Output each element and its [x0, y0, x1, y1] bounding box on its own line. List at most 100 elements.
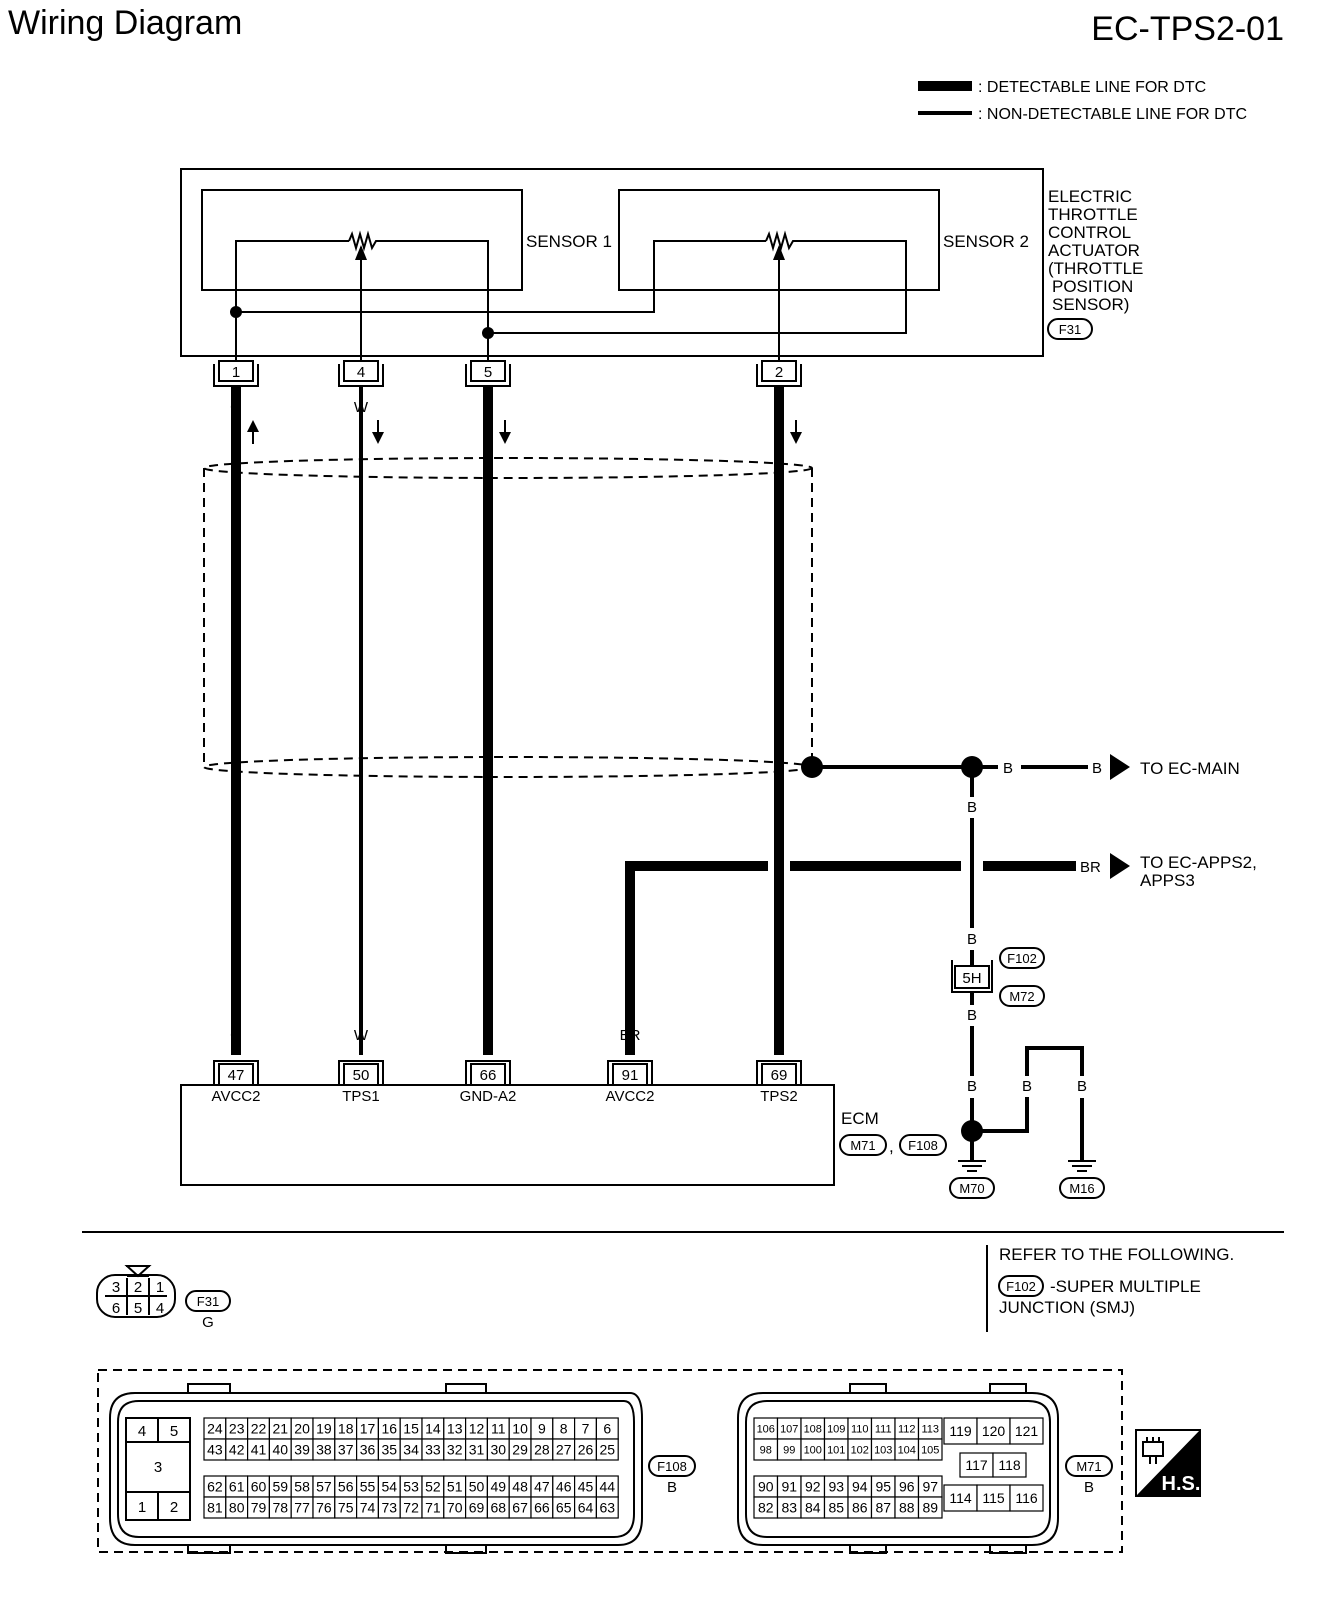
- connector-pin-number: 13: [447, 1421, 463, 1437]
- connector-pin-number: 22: [251, 1421, 267, 1437]
- connector-pin-number: 60: [251, 1479, 267, 1495]
- connector-pin-number: 99: [783, 1444, 795, 1456]
- actuator-label-line: CONTROL: [1048, 223, 1131, 242]
- connector-pin-number: 64: [578, 1500, 594, 1516]
- wire-color-label: B: [1003, 760, 1013, 777]
- ecm-outline: [180, 1084, 835, 1186]
- connector-pin-number: 17: [360, 1421, 376, 1437]
- connector-pin-number: 27: [556, 1442, 572, 1458]
- connector-pin-number: 21: [273, 1421, 289, 1437]
- svg-text:JUNCTION (SMJ): JUNCTION (SMJ): [999, 1298, 1135, 1317]
- arrow-down-icon: [499, 432, 511, 444]
- wire-color-label: G: [230, 1027, 242, 1044]
- connector-pin-number: 90: [758, 1479, 774, 1495]
- ecm-terminal-label: AVCC2: [606, 1088, 655, 1105]
- connector-face-frame: [97, 1369, 1123, 1553]
- connector-pin-number: 71: [425, 1500, 441, 1516]
- arrow-right-icon: [1110, 754, 1130, 780]
- ground-icon: [1068, 1160, 1096, 1172]
- connector-pin-number: 110: [851, 1423, 869, 1435]
- connector-pin-number: 116: [1015, 1490, 1038, 1506]
- f31-connector-face: 3 2 1 6 5 4 F31 G: [96, 1265, 231, 1331]
- actuator-label-line: POSITION: [1052, 277, 1133, 296]
- sensor1-resistor: [348, 230, 489, 333]
- m70-ground-badge: [949, 1177, 995, 1199]
- wire-color-label: B: [967, 1078, 977, 1095]
- sensor2-resistor: [488, 230, 907, 334]
- f108-connector-badge: [899, 1134, 947, 1156]
- sensor2-label: SENSOR 2: [943, 232, 1029, 251]
- connector-pin-number: 107: [780, 1423, 798, 1435]
- connector-pin-cell: [1009, 1417, 1044, 1445]
- hs-badge: H.S.: [1135, 1429, 1201, 1497]
- connector-pin-number: 115: [982, 1490, 1005, 1506]
- wire-color-label: B: [1092, 760, 1102, 777]
- connector-pin-cell: [943, 1417, 978, 1445]
- m72-connector-badge: [999, 985, 1045, 1007]
- svg-text:47: 47: [228, 1067, 245, 1084]
- connector-pin-number: 30: [491, 1442, 507, 1458]
- connector-pin-number: 101: [827, 1444, 845, 1456]
- connector-pin-number: 109: [827, 1423, 845, 1435]
- harness-icon: [1142, 1437, 1164, 1464]
- connector-pin-number: 50: [469, 1479, 485, 1495]
- f31-connector-badge: [1047, 318, 1093, 340]
- connector-pin-number: 9: [538, 1421, 546, 1437]
- arrow-down-icon: [790, 432, 802, 444]
- wire-color-label: B: [483, 1027, 493, 1044]
- connector-pin-number: 25: [600, 1442, 616, 1458]
- svg-text:B: B: [667, 1479, 677, 1496]
- connector-pin-number: 8: [560, 1421, 568, 1437]
- connector-pin-number: 32: [447, 1442, 463, 1458]
- sensor2-supply: [236, 240, 766, 313]
- connector-pin-number: 77: [294, 1500, 310, 1516]
- connector-pin-number: 24: [207, 1421, 223, 1437]
- connector-pin-number: 111: [875, 1423, 892, 1435]
- connector-pin-number: 106: [757, 1423, 775, 1435]
- arrow-up-icon: [247, 420, 259, 432]
- connector-pin-number: 62: [207, 1479, 223, 1495]
- connector-pin-number: 97: [922, 1479, 938, 1495]
- connector-pin-number: 68: [491, 1500, 507, 1516]
- wire-avcc2-br: [625, 861, 768, 1055]
- connector-pin-number: 88: [899, 1500, 915, 1516]
- connector-pin-number: 108: [804, 1423, 822, 1435]
- actuator-label-line: THROTTLE: [1048, 205, 1138, 224]
- connector-pin-number: 44: [600, 1479, 616, 1495]
- connector-pin-number: 14: [425, 1421, 441, 1437]
- svg-text:2: 2: [134, 1279, 142, 1296]
- connector-pin-number: 26: [578, 1442, 594, 1458]
- actuator-pins: 1 4 5 2: [213, 360, 802, 387]
- connector-pin-number: 6: [603, 1421, 611, 1437]
- actuator-pin-4: [343, 360, 379, 382]
- svg-text:91: 91: [622, 1067, 639, 1084]
- m16-ground-badge: [1059, 1177, 1105, 1199]
- connector-pin-number: 52: [425, 1479, 441, 1495]
- svg-text:2: 2: [170, 1499, 178, 1516]
- wire-color-label: BR: [1080, 859, 1101, 876]
- ecm-terminal-label: TPS2: [760, 1088, 798, 1105]
- connector-pin-number: 43: [207, 1442, 223, 1458]
- svg-text:F102: F102: [1007, 951, 1037, 966]
- actuator-label-line: SENSOR): [1052, 295, 1129, 314]
- connector-pin-cell: [976, 1417, 1011, 1445]
- svg-text:M72: M72: [1009, 989, 1034, 1004]
- to-ec-apps-label: APPS3: [1140, 871, 1195, 890]
- sensor1-label: SENSOR 1: [526, 232, 612, 251]
- connector-pin-number: 47: [534, 1479, 550, 1495]
- connector-pin-number: 81: [207, 1500, 223, 1516]
- connector-pin-number: 95: [875, 1479, 891, 1495]
- connector-pin-number: 92: [805, 1479, 821, 1495]
- ecm: AVCC2 TPS1 GND-A2 AVCC2 TPS2 ECM M71 , F…: [180, 1084, 947, 1186]
- connector-pin-number: 93: [828, 1479, 844, 1495]
- svg-text:5: 5: [170, 1423, 178, 1440]
- connector-pin-number: 36: [360, 1442, 376, 1458]
- ecm-pins: 47 50 66 91 69: [213, 1060, 802, 1086]
- connector-pin-number: 38: [316, 1442, 332, 1458]
- connector-pin-number: 120: [982, 1423, 1006, 1439]
- wire-color-label: B: [1077, 1078, 1087, 1095]
- connector-pin-number: 82: [758, 1500, 774, 1516]
